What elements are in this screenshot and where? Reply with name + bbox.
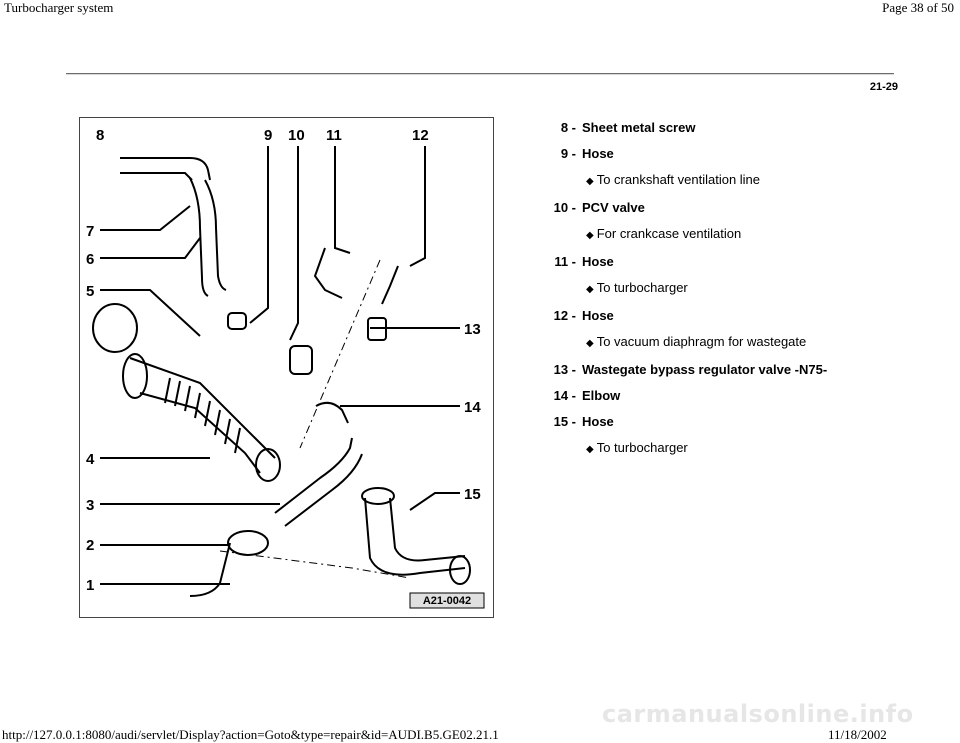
legend-subitem-text: To crankshaft ventilation line — [596, 172, 761, 187]
callout-6: 6 — [86, 251, 94, 268]
legend-number: 14 - — [553, 388, 576, 403]
legend-label: Sheet metal screw — [582, 120, 696, 135]
diamond-bullet-icon: ◆ — [586, 230, 594, 241]
callout-5: 5 — [86, 283, 94, 300]
legend-number: 13 - — [553, 362, 576, 377]
watermark: carmanualsonline.info — [602, 700, 914, 728]
footer-url: http://127.0.0.1:8080/audi/servlet/Displ… — [2, 727, 499, 742]
legend-label: Elbow — [582, 388, 621, 403]
legend-item: 8 - Sheet metal screw — [532, 120, 932, 146]
legend-item: 13 - Wastegate bypass regulator valve -N7… — [532, 362, 932, 388]
callout-4: 4 — [86, 451, 95, 468]
legend-item: 10 - PCV valve — [532, 200, 932, 226]
legend-item: 9 - Hose — [532, 146, 932, 172]
legend-item: 12 - Hose — [532, 308, 932, 334]
legend-number: 11 - — [554, 254, 576, 269]
callout-10: 10 — [288, 127, 305, 144]
section-number: 21-29 — [869, 81, 898, 93]
legend-subitem: ◆For crankcase ventilation — [532, 226, 932, 254]
legend-number: 12 - — [553, 308, 576, 323]
legend-subitem-text: To turbocharger — [596, 280, 688, 295]
header-rule — [66, 73, 894, 75]
legend-label: Hose — [582, 146, 614, 161]
callout-15: 15 — [464, 486, 481, 503]
diagram-drawing: 1 2 3 4 5 6 7 8 9 10 11 12 13 14 15 A21-… — [86, 127, 485, 609]
legend-number: 10 - — [553, 200, 576, 215]
footer-date: 11/18/2002 — [828, 727, 887, 742]
callout-9: 9 — [264, 127, 272, 144]
page-indicator: Page 38 of 50 — [882, 0, 954, 15]
diamond-bullet-icon: ◆ — [586, 338, 594, 349]
callout-13: 13 — [464, 321, 481, 338]
figure-reference-box — [409, 592, 485, 609]
document-title: Turbocharger system — [4, 0, 114, 15]
callout-3: 3 — [86, 497, 94, 514]
legend-label: Wastegate bypass regulator valve -N75- — [582, 362, 828, 377]
legend-subitem-text: To vacuum diaphragm for wastegate — [596, 334, 807, 349]
callout-8: 8 — [96, 127, 104, 144]
diamond-bullet-icon: ◆ — [586, 284, 594, 295]
callout-7: 7 — [86, 223, 94, 240]
legend-subitem: ◆To crankshaft ventilation line — [532, 172, 932, 200]
legend-label: Hose — [582, 308, 614, 323]
legend-subitem: ◆To vacuum diaphragm for wastegate — [532, 334, 932, 362]
legend-subitem: ◆To turbocharger — [532, 440, 932, 468]
legend-number: 9 - — [560, 146, 576, 161]
legend-subitem-text: To turbocharger — [596, 440, 688, 455]
callout-14: 14 — [464, 399, 481, 416]
legend-subitem: ◆To turbocharger — [532, 280, 932, 308]
legend-label: PCV valve — [582, 200, 645, 215]
callout-11: 11 — [326, 127, 342, 144]
legend-item: 15 - Hose — [532, 414, 932, 440]
figure-reference: A21-0042 — [423, 595, 471, 607]
diamond-bullet-icon: ◆ — [586, 444, 594, 455]
diamond-bullet-icon: ◆ — [586, 176, 594, 187]
callout-labels: 1 2 3 4 5 6 7 8 9 10 11 12 13 14 15 — [86, 127, 481, 594]
legend-label: Hose — [582, 414, 614, 429]
callout-1: 1 — [86, 577, 94, 594]
legend-subitem-text: For crankcase ventilation — [596, 226, 742, 241]
legend-number: 8 - — [560, 120, 576, 135]
parts-legend: 8 -Sheet metal screw 9 -Hose ◆To cranksh… — [532, 120, 932, 468]
exploded-diagram: 1 2 3 4 5 6 7 8 9 10 11 12 13 14 15 A21-… — [79, 117, 494, 618]
callout-2: 2 — [86, 537, 94, 554]
callout-12: 12 — [412, 127, 429, 144]
legend-item: 14 - Elbow — [532, 388, 932, 414]
legend-item: 11 - Hose — [532, 254, 932, 280]
legend-number: 15 - — [553, 414, 576, 429]
legend-label: Hose — [582, 254, 614, 269]
